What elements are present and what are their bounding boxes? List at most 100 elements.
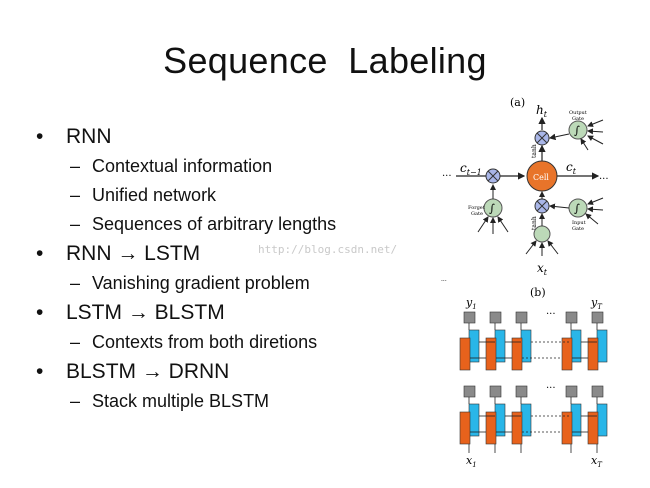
forward-unit (587, 337, 599, 371)
backward-unit (570, 329, 582, 363)
c-t-label: ct (566, 160, 577, 176)
bullet-dot: • (36, 301, 44, 324)
dash: – (70, 391, 81, 411)
input-node (533, 225, 551, 243)
bullet-text: LSTM → BLSTM (66, 301, 225, 324)
bullet-lstm-blstm: • LSTM → BLSTM (36, 298, 436, 328)
forward-unit (561, 411, 573, 445)
bullet-dot: • (36, 125, 44, 148)
backward-unit (494, 329, 506, 363)
output-node (565, 385, 578, 398)
forward-unit (561, 337, 573, 371)
output-node (515, 311, 528, 324)
dash: – (70, 332, 81, 352)
forward-unit (459, 411, 471, 445)
bullet-blstm-drnn: • BLSTM → DRNN (36, 357, 436, 387)
figure-a-label: (a) (510, 96, 525, 109)
multiply-symbol (487, 170, 499, 182)
deep-blstm-diagram: ... (b) y1 yT ... ... x1 xT (441, 278, 608, 469)
gate-symbol: ∫ (574, 124, 580, 137)
backward-unit (596, 403, 608, 437)
input-arrow (587, 206, 604, 213)
output-node (565, 311, 578, 324)
gate-symbol: ∫ (574, 202, 580, 215)
bullet-rnn-lstm: •RNN → LSTM (36, 239, 436, 269)
sub-bullet: –Contexts from both diretions (36, 328, 436, 357)
yT-label: yT (590, 296, 603, 311)
output-node (591, 311, 604, 324)
output-node (515, 385, 528, 398)
sub-bullet-text: Sequences of arbitrary lengths (92, 214, 337, 234)
output-gate-arrow (548, 133, 570, 141)
output-node (591, 385, 604, 398)
c-prev-label: ct−1 (460, 161, 482, 177)
sub-bullet-text: Vanishing gradient problem (92, 273, 310, 293)
sub-bullet: –Sequences of arbitrary lengths (36, 210, 436, 239)
dash: – (70, 156, 81, 176)
x1-label: x1 (466, 454, 477, 469)
dash: – (70, 273, 81, 293)
input-arrow (525, 240, 537, 255)
x-t-label: xt (537, 261, 548, 277)
input-arrow (587, 119, 604, 127)
multiply-symbol (536, 200, 548, 212)
backward-unit (596, 329, 608, 363)
output-node (463, 385, 476, 398)
output-node (463, 311, 476, 324)
bullet-text: RNN → LSTM (66, 242, 201, 265)
forward-unit (511, 411, 523, 445)
backward-unit (468, 403, 480, 437)
sub-bullet-text: Stack multiple BLSTM (92, 391, 270, 411)
forward-unit (459, 337, 471, 371)
blstm-units (459, 311, 608, 453)
gate-symbol: ∫ (489, 202, 495, 215)
bullet-text: BLSTM → DRNN (66, 360, 230, 383)
backward-unit (520, 403, 532, 437)
sub-bullet-text: Unified network (92, 185, 217, 205)
h-t-label: ht (536, 103, 548, 119)
backward-unit (520, 329, 532, 363)
ellipsis-left: ... (442, 168, 452, 179)
multiply-symbol (536, 132, 548, 144)
ellipsis-mid: ... (546, 380, 556, 391)
input-arrow (585, 213, 599, 225)
input-arrow (580, 138, 589, 151)
input-arrow (547, 240, 559, 255)
ellipsis-mark: ... (441, 278, 447, 283)
backward-unit (494, 403, 506, 437)
sub-bullet: –Unified network (36, 181, 436, 210)
output-node (489, 385, 502, 398)
bullet-dot: • (36, 360, 44, 383)
xT-label: xT (591, 454, 603, 469)
ellipsis-top: ... (546, 306, 556, 317)
bullet-rnn: •RNN (36, 122, 436, 152)
input-arrow (587, 197, 604, 205)
dash: – (70, 214, 81, 234)
sub-bullet: –Vanishing gradient problem (36, 269, 436, 298)
bullet-list: •RNN –Contextual information –Unified ne… (36, 122, 436, 416)
watermark: http://blog.csdn.net/ (258, 243, 398, 256)
tanh-label: tanh (531, 144, 538, 158)
forward-unit (511, 337, 523, 371)
backward-unit (570, 403, 582, 437)
output-gate (568, 120, 588, 140)
input-arrow (497, 216, 509, 233)
output-node (489, 311, 502, 324)
sub-bullet: –Stack multiple BLSTM (36, 387, 436, 416)
forward-unit (485, 337, 497, 371)
backward-unit (468, 329, 480, 363)
figure-b-label: (b) (530, 286, 546, 299)
slide-title: Sequence Labeling (163, 40, 487, 81)
input-arrow (587, 135, 604, 145)
forward-unit (587, 411, 599, 445)
sub-bullet: –Contextual information (36, 152, 436, 181)
forward-unit (485, 411, 497, 445)
cell-label: Cell (533, 173, 549, 182)
y1-label: y1 (465, 296, 477, 311)
sub-bullet-text: Contextual information (92, 156, 273, 176)
ellipsis-right: ... (599, 171, 609, 182)
